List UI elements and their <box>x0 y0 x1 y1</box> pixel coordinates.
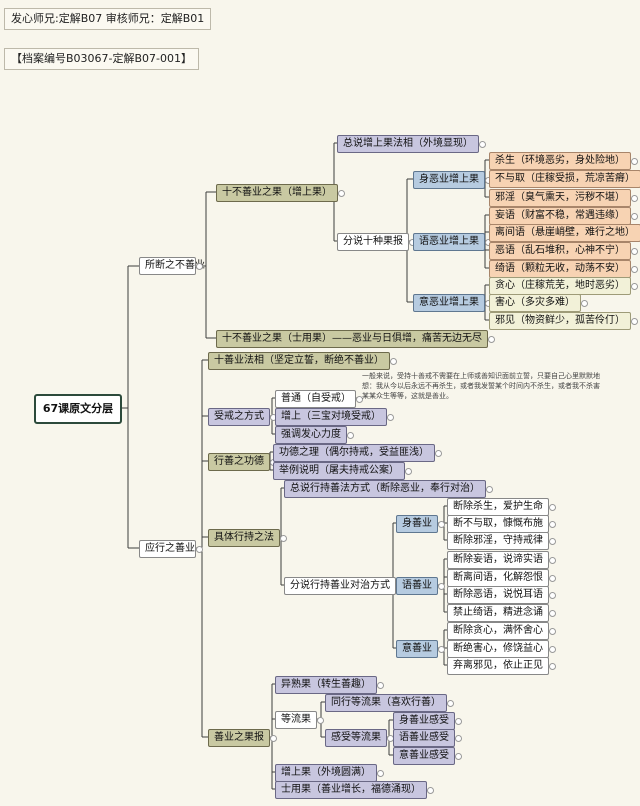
node-general-practice[interactable]: 总说行持善法方式（断除恶业，奉行对治） <box>284 480 493 498</box>
leaf-diligent-recitation[interactable]: 禁止绮语，精进念诵 <box>447 604 556 622</box>
root-node[interactable]: 67课原文分层 <box>34 394 122 424</box>
leaf-mind-experience[interactable]: 意善业感受 <box>393 747 462 765</box>
node-ten-virtue-definition[interactable]: 十善业法相（坚定立誓，断绝不善业） <box>208 352 397 370</box>
leaf-dominant-virtue-result[interactable]: 增上果（外境圆满） <box>275 764 384 782</box>
leaf-keep-precepts[interactable]: 断除邪淫，守持戒律 <box>447 532 556 550</box>
leaf-idle-talk[interactable]: 绮语（颗粒无收，动荡不安） <box>489 260 638 278</box>
leaf-sexual-misconduct[interactable]: 邪淫（臭气熏天，污秽不堪） <box>489 189 638 207</box>
leaf-truthful-speech[interactable]: 断除妄语，说谛实语 <box>447 551 556 569</box>
leaf-speech-experience[interactable]: 语善业感受 <box>393 729 462 747</box>
node-experience-corresponding[interactable]: 感受等流果 <box>325 729 394 747</box>
leaf-superior-vow[interactable]: 增上（三宝对境受戒） <box>275 408 394 426</box>
node-general-dominant-result[interactable]: 总说增上果法相（外境显现） <box>337 135 486 153</box>
node-mind-nonvirtue[interactable]: 意恶业增上果 <box>413 294 492 312</box>
leaf-divisive-speech[interactable]: 离间语（悬崖峭壁，难行之地） <box>489 224 640 242</box>
node-ten-results-detail[interactable]: 分说十种果报 <box>337 233 416 251</box>
node-ten-nonvirtue-effort-result[interactable]: 十不善业之果（士用果）——恶业与日俱增，痛苦无边无尽 <box>216 330 495 348</box>
node-vow-methods[interactable]: 受戒之方式 <box>208 408 277 426</box>
node-corresponding-result[interactable]: 等流果 <box>275 711 324 729</box>
leaf-harsh-speech[interactable]: 恶语（乱石堆积，心神不宁） <box>489 242 638 260</box>
header-archive-number: 【档案编号B03067-定解B07-001】 <box>4 48 200 70</box>
leaf-killing[interactable]: 杀生（环境恶劣，身处险地） <box>489 152 638 170</box>
leaf-benefit-others[interactable]: 断绝害心，修饶益心 <box>447 640 556 658</box>
leaf-wrong-view[interactable]: 邪见（物资鲜少，孤苦伶仃） <box>489 312 638 330</box>
node-speech-nonvirtue[interactable]: 语恶业增上果 <box>413 233 492 251</box>
branch-unwholesome[interactable]: 所断之不善业 <box>139 257 205 275</box>
leaf-right-view[interactable]: 弃离邪见，依止正见 <box>447 657 556 675</box>
leaf-resolve-enmity[interactable]: 断离间语，化解怨恨 <box>447 569 556 587</box>
node-specific-practice[interactable]: 分说行持善业对治方式 <box>284 577 403 595</box>
node-body-virtue[interactable]: 身善业 <box>396 515 445 533</box>
leaf-effort-virtue-result[interactable]: 士用果（善业增长，福德涌现） <box>275 781 434 799</box>
leaf-merit-principle[interactable]: 功德之理（偶尔持戒，受益匪浅） <box>273 444 442 462</box>
node-practice-methods[interactable]: 具体行持之法 <box>208 529 287 547</box>
node-mind-virtue[interactable]: 意善业 <box>396 640 445 658</box>
leaf-generosity[interactable]: 断不与取，慷慨布施 <box>447 515 556 533</box>
leaf-stealing[interactable]: 不与取（庄稼受损，荒凉苦瘠） <box>489 170 640 188</box>
leaf-pleasant-speech[interactable]: 断除恶语，说悦耳语 <box>447 586 556 604</box>
leaf-equanimity[interactable]: 断除贪心，满怀舍心 <box>447 622 556 640</box>
leaf-body-experience[interactable]: 身善业感受 <box>393 712 462 730</box>
node-body-nonvirtue[interactable]: 身恶业增上果 <box>413 171 492 189</box>
leaf-behavior-corresponding[interactable]: 同行等流果（喜欢行善） <box>325 694 454 712</box>
leaf-lying[interactable]: 妄语（财富不稳，常遇违缘） <box>489 207 638 225</box>
leaf-covetousness[interactable]: 贪心（庄稼荒芜，地时恶劣） <box>489 277 638 295</box>
vow-note-text: 一般来说，受持十善戒不需要在上师或善知识面前立誓，只要自己心里默默地想：我从今以… <box>362 372 600 400</box>
node-virtue-results[interactable]: 善业之果报 <box>208 729 277 747</box>
branch-wholesome[interactable]: 应行之善业 <box>139 540 203 558</box>
leaf-malice[interactable]: 害心（多灾多难） <box>489 294 588 312</box>
leaf-butcher-example[interactable]: 举例说明（屠夫持戒公案） <box>273 462 412 480</box>
node-speech-virtue[interactable]: 语善业 <box>396 577 445 595</box>
leaf-ordinary-self-vow[interactable]: 普通（自受戒） <box>275 390 363 408</box>
node-ten-nonvirtue-dominant-result[interactable]: 十不善业之果（增上果） <box>216 184 345 202</box>
leaf-protect-life[interactable]: 断除杀生，爱护生命 <box>447 498 556 516</box>
leaf-emphasize-motivation[interactable]: 强调发心力度 <box>275 426 354 444</box>
leaf-ripening-result[interactable]: 异熟果（转生善趣） <box>275 676 384 694</box>
header-contributors: 发心师兄:定解B07 审核师兄：定解B01 <box>4 8 212 30</box>
node-virtue-merits[interactable]: 行善之功德 <box>208 453 277 471</box>
